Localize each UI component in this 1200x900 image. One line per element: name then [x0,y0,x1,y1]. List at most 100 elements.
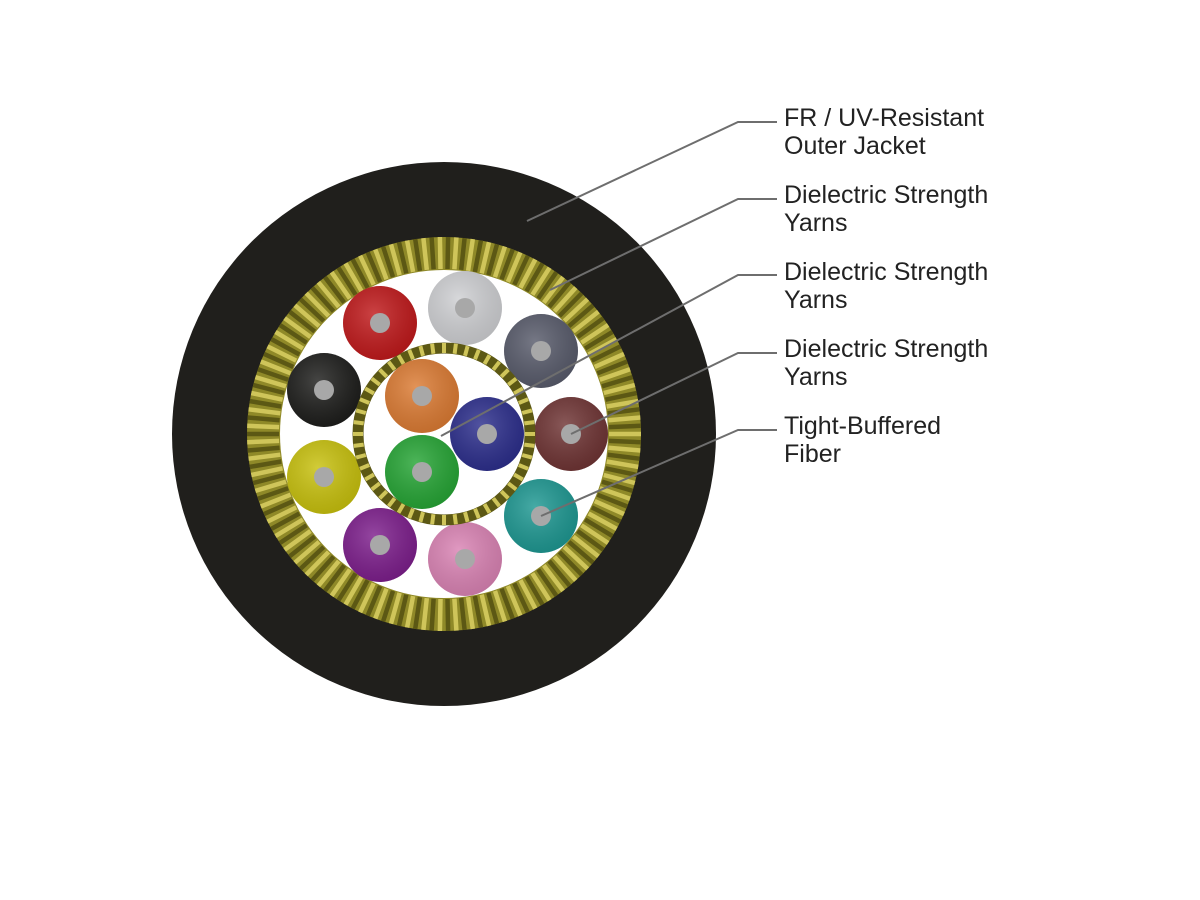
outer-yarn-strand [557,291,584,318]
outer-yarn-strand [270,337,301,357]
inner-yarn-strand [370,481,381,491]
outer-yarn-strand [606,459,639,470]
inner-yarn-strand [430,514,436,525]
inner-yarn-strand [407,508,415,519]
fiber-white [428,271,502,345]
outer-yarn-strand [530,572,552,602]
outer-yarn-strand [599,367,631,382]
outer-yarn-strand [479,241,492,274]
inner-yarn-strand [473,349,481,360]
leader-line-outer-jacket [526,121,777,222]
outer-yarn-strand [270,511,301,531]
outer-yarn-strand [293,540,321,565]
outer-yarn-strand [536,270,559,300]
outer-yarn-strand [266,344,298,363]
outer-yarn-strand [250,466,284,478]
outer-yarn-strand [580,523,610,545]
outer-yarn-strand [336,266,358,296]
inner-yarn-strand [473,508,481,519]
label-outer-jacket-line2: Outer Jacket [784,132,926,160]
inner-yarn-strand [452,343,458,354]
outer-yarn-strand [248,452,281,461]
outer-yarn-strand [608,423,641,430]
label-outer-jacket: FR / UV-Resistant Outer Jacket [784,104,991,160]
outer-yarn-strand [266,505,298,524]
inner-yarn-strand [521,453,533,460]
outer-yarn-strand [583,329,614,351]
outer-yarn-strand [486,592,500,625]
outer-yarn-strand [596,359,629,376]
label-outer-yarns: Dielectric Strength Yarns [784,181,995,237]
outer-yarn-strand [580,323,610,345]
outer-yarn-strand [437,236,443,270]
outer-yarn-strand [288,309,317,334]
outer-yarn-strand [358,254,376,286]
outer-yarn-strand [283,529,312,552]
outer-yarn-strand [608,438,641,445]
outer-yarn-strand [358,582,376,614]
outer-yarn-strand [547,559,572,588]
outer-yarn-strand [524,262,545,293]
inner-yarn-strand [355,408,367,415]
outer-yarn-strand [505,585,523,617]
outer-yarn-strand [298,545,326,571]
inner-yarn-strand [491,360,501,371]
outer-yarn-strand [404,595,416,628]
outer-yarn-strand [323,564,346,593]
outer-yarn-strand [552,286,578,313]
outer-yarn-strand [343,575,364,606]
outer-yarn-strand [278,523,308,545]
outer-yarn-strand [472,595,484,628]
outer-yarn-strand [603,382,636,396]
outer-yarn-strand [263,351,295,369]
outer-yarn-strand [536,568,559,598]
outer-yarn-strand [472,240,484,273]
outer-yarn-strand [593,351,625,369]
outer-yarn-strand [304,291,331,318]
fiber-black [287,353,361,427]
outer-yarn-strand [316,280,341,309]
inner-yarn-strand [524,420,535,426]
inner-yarn-strand [482,354,492,365]
leader-line-yarns-third [570,352,777,435]
fiber-blue [450,397,524,471]
outer-yarn-strand [576,529,605,552]
outer-yarn-strand [283,316,312,339]
outer-yarn-strand [601,374,634,389]
outer-yarn-strand [571,534,600,559]
outer-yarn-strand [599,486,631,501]
outer-yarn-strand [465,596,476,630]
outer-yarn-strand [547,280,572,309]
fiber-violet [343,508,417,582]
outer-yarn-strand [518,579,538,610]
inner-yarn-strand [507,377,518,387]
fiber-pink [428,522,502,596]
label-inner-yarns-line2: Yarns [784,286,847,314]
outer-yarn-strand [587,337,618,357]
inner-yarn-strand [353,442,364,448]
inner-yarn-strand [499,368,510,379]
outer-yarn-strand [412,238,423,272]
inner-yarn-strand [359,397,370,405]
outer-yarn-strand [247,415,280,423]
leader-line-tight-buffered-fiber [540,429,777,517]
outer-yarn-strand [530,266,552,296]
outer-yarn-strand [248,407,281,416]
outer-yarn-strand [604,390,638,402]
outer-yarn-strand [388,243,402,276]
outer-yarn-strand [587,511,618,531]
outer-yarn-strand [249,459,282,470]
outer-yarn-strand [274,517,305,539]
inner-yarn-strand [370,377,381,387]
outer-yarn-strand [310,555,336,582]
outer-yarn-strand [512,582,530,614]
label-yarns-third-line2: Yarns [784,363,847,391]
outer-yarn-strand [343,262,364,293]
outer-yarn-strand [542,564,565,593]
inner-yarn-strand [463,345,470,357]
inner-yarn-strand [359,463,370,471]
leader-line-outer-yarns [549,198,777,291]
outer-yarn-strand [492,245,508,278]
inner-yarn-strand [513,472,524,482]
inner-yarn-strand [491,497,501,508]
